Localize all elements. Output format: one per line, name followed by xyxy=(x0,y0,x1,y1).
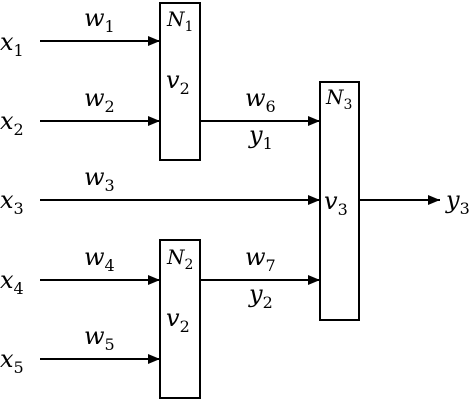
node-n1-name: N1 xyxy=(166,7,193,35)
weight-w1-label: w1 xyxy=(84,4,115,36)
output-y3-label: y3 xyxy=(445,186,470,218)
node-n1-value: v2 xyxy=(166,66,190,98)
signal-y2-label: y2 xyxy=(248,280,273,312)
node-n1-box xyxy=(159,2,201,161)
node-n2-name: N2 xyxy=(166,245,193,273)
input-x5-label: x5 xyxy=(0,345,24,377)
node-n2-value: v2 xyxy=(166,304,190,336)
input-x1-label: x1 xyxy=(0,28,24,60)
weight-w4-label: w4 xyxy=(84,243,115,275)
weight-w3-label: w3 xyxy=(84,163,115,195)
node-n3-box xyxy=(319,81,360,321)
weight-w2-label: w2 xyxy=(84,84,115,116)
weight-w7-label: w7 xyxy=(245,243,276,275)
weight-w5-label: w5 xyxy=(84,322,115,354)
input-x3-label: x3 xyxy=(0,186,24,218)
node-n3-name: N3 xyxy=(325,85,352,113)
signal-y1-label: y1 xyxy=(248,121,273,153)
input-x4-label: x4 xyxy=(0,266,24,298)
node-n3-value: v3 xyxy=(324,187,348,219)
input-x2-label: x2 xyxy=(0,107,24,139)
node-n2-box xyxy=(159,239,201,399)
weight-w6-label: w6 xyxy=(245,84,276,116)
